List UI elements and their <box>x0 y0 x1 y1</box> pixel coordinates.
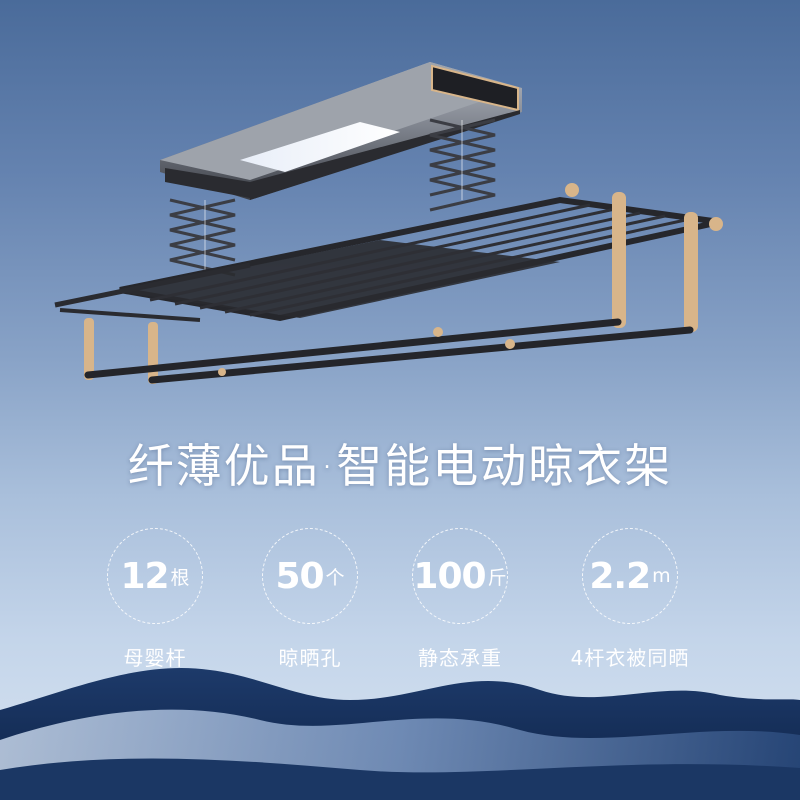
scissor-arm-left <box>169 198 236 277</box>
feature-unit: 根 <box>170 566 190 589</box>
rack-frame <box>54 196 721 322</box>
drying-rack-illustration <box>54 62 723 384</box>
feature-number: 100 <box>413 555 486 597</box>
feature-caption: 母婴杆 <box>123 646 187 670</box>
led-lamp <box>240 122 400 172</box>
feature-unit: m <box>652 565 671 587</box>
hanging-bars <box>84 183 723 384</box>
feature-caption: 晾晒孔 <box>278 646 342 670</box>
feature-number: 2.2 <box>589 555 651 597</box>
mountain-landscape <box>0 668 800 800</box>
feature-caption: 静态承重 <box>418 646 502 670</box>
headline: 纤薄优品·智能电动晾衣架 <box>127 439 673 493</box>
feature-caption: 4杆衣被同晒 <box>570 646 690 670</box>
feature-unit: 个 <box>325 566 345 589</box>
feature-number: 50 <box>275 555 324 597</box>
motor-box <box>160 62 522 200</box>
feature-unit: 斤 <box>487 566 507 589</box>
feature-number: 12 <box>120 555 169 597</box>
